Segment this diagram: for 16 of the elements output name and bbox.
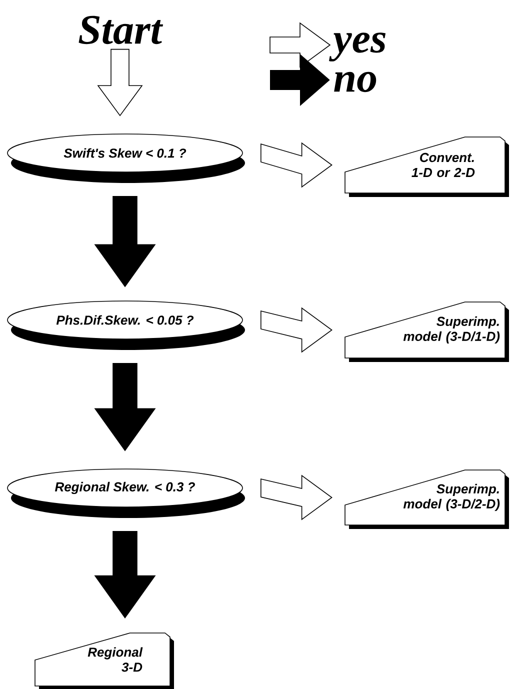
legend-label: no [334,72,376,92]
hollow-arrow [260,307,332,353]
hollow-arrow [260,142,332,188]
hollow-arrow [97,48,143,116]
solid-arrow [94,531,156,618]
start-label: Start [78,16,164,44]
solid-arrow [94,363,156,452]
result-box: Convent. 1-D or 2-D [344,136,509,197]
node-label: Regional 3-D [88,647,143,672]
result-box: Superimp. model (3-D/2-D) [344,470,509,529]
solid-arrow [94,196,156,288]
legend-label: yes [329,32,386,62]
result-box: Regional 3-D [34,632,174,689]
result-box: Superimp. model (3-D/1-D) [344,302,509,362]
node-label: Convent. 1-D or 2-D [412,152,475,178]
hollow-arrow [260,474,332,520]
